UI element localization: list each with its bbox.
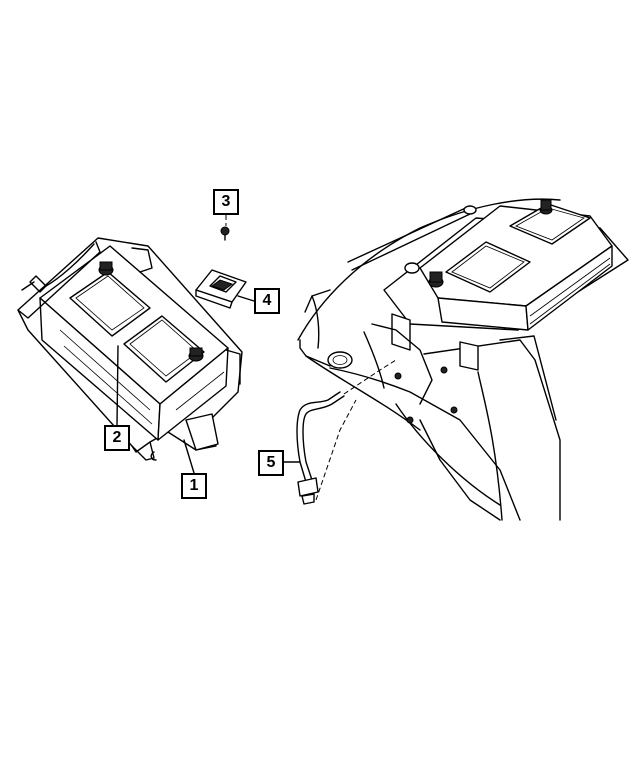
callout-5: 5 <box>258 450 284 476</box>
battery-tray-assembly <box>17 237 243 461</box>
hold-down-clamp <box>195 269 247 309</box>
hold-down-bolt <box>220 215 230 241</box>
leader-line-2 <box>116 345 119 426</box>
callout-3: 3 <box>213 189 239 215</box>
callout-2: 2 <box>104 425 130 451</box>
vehicle-engine-bay <box>297 198 629 521</box>
callout-4: 4 <box>254 288 280 314</box>
leader-line-1 <box>183 439 195 474</box>
callout-1: 1 <box>181 473 207 499</box>
vent-tube <box>296 359 397 505</box>
leader-line-4 <box>237 295 255 302</box>
